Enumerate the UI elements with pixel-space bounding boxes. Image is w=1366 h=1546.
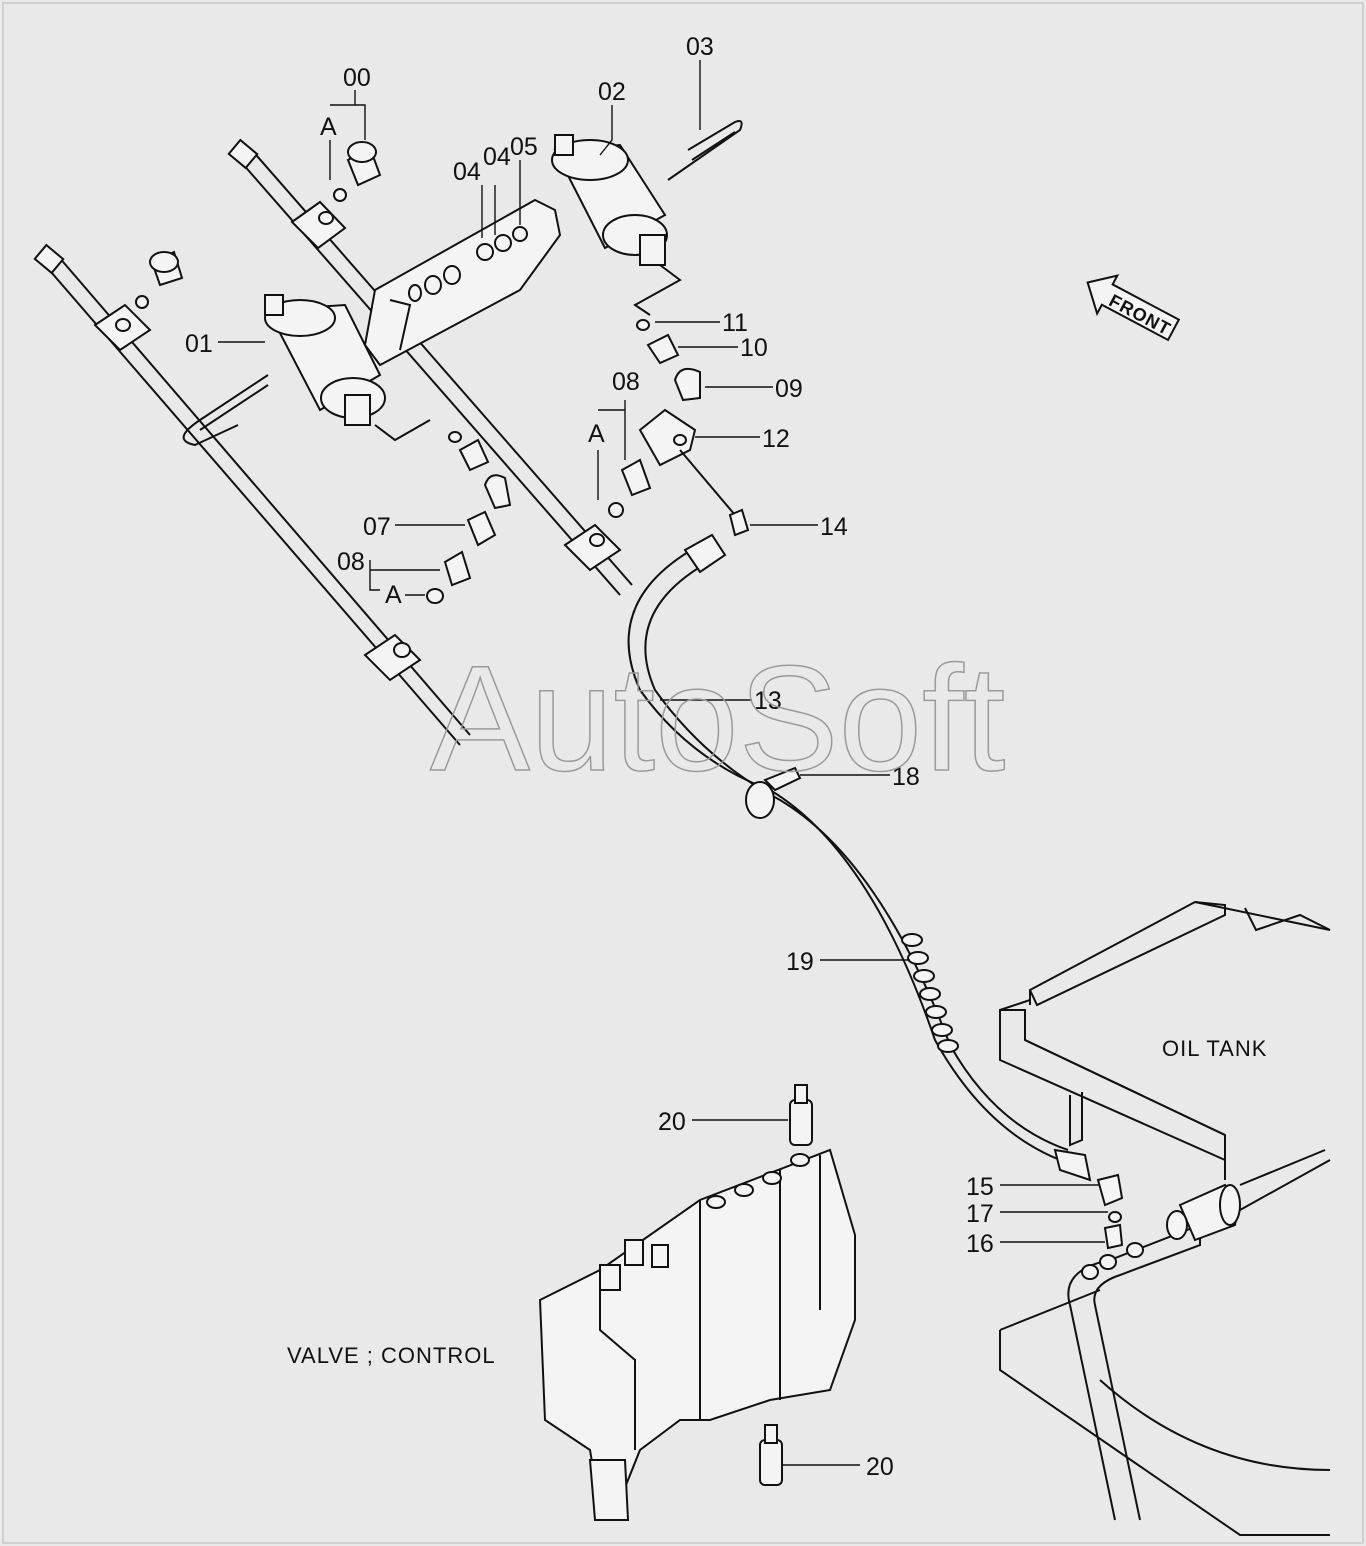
fittings-15-16-17	[1096, 1173, 1124, 1250]
oil-tank	[999, 900, 1331, 1536]
callout-20-top: 20	[658, 1108, 686, 1136]
callout-13: 13	[754, 687, 782, 715]
oil-tank-caption: OIL TANK	[1162, 1036, 1267, 1061]
filter-02	[551, 134, 682, 316]
grease-fitting-left	[135, 250, 184, 309]
relief-valve-20-top	[789, 1084, 813, 1146]
filter-01	[264, 294, 431, 442]
nuts-04-05	[476, 226, 528, 261]
callout-16: 16	[966, 1230, 994, 1258]
callout-15: 15	[966, 1173, 994, 1201]
callout-08-left: 08	[337, 548, 365, 576]
callout-12: 12	[762, 425, 790, 453]
u-bolt-right	[667, 120, 743, 181]
callout-08-right: 08	[612, 368, 640, 396]
callout-17: 17	[966, 1200, 994, 1228]
callout-19: 19	[786, 948, 814, 976]
fittings-right	[608, 319, 750, 537]
control-valve	[538, 1148, 856, 1521]
callout-04-a: 04	[453, 158, 481, 186]
relief-valve-20-bottom	[759, 1424, 783, 1486]
u-bolt-left	[182, 374, 269, 447]
callout-11: 11	[722, 309, 748, 337]
grease-bar-middle	[227, 138, 633, 596]
callout-09: 09	[775, 375, 803, 403]
callout-04-b: 04	[483, 143, 511, 171]
autosoft-watermark: AutoSoft	[430, 634, 1005, 802]
callout-14: 14	[820, 513, 848, 541]
fittings-left	[426, 431, 512, 604]
grease-bar-left	[33, 243, 471, 746]
valve-control-caption: VALVE ; CONTROL	[287, 1343, 496, 1368]
front-arrow: FRONT	[1086, 274, 1181, 342]
clamp-18	[745, 766, 802, 819]
callout-07: 07	[363, 513, 391, 541]
hose-13	[627, 533, 1092, 1182]
hose-guard-19	[901, 933, 959, 1053]
callout-05: 05	[510, 133, 538, 161]
callout-10: 10	[740, 334, 768, 362]
callout-01: 01	[185, 330, 213, 358]
tank-return-pipe	[1067, 1183, 1241, 1521]
grease-fitting-00	[333, 141, 382, 202]
callout-03: 03	[686, 33, 714, 61]
callout-a-2: A	[588, 420, 605, 448]
leader-lines	[218, 60, 1108, 1466]
mounting-bracket	[363, 198, 562, 367]
callout-00: 00	[343, 64, 371, 92]
callout-02: 02	[598, 78, 626, 106]
callout-a-3: A	[385, 581, 402, 609]
callout-18: 18	[892, 763, 920, 791]
callout-a-1: A	[320, 113, 337, 141]
callout-20-bottom: 20	[866, 1453, 894, 1481]
